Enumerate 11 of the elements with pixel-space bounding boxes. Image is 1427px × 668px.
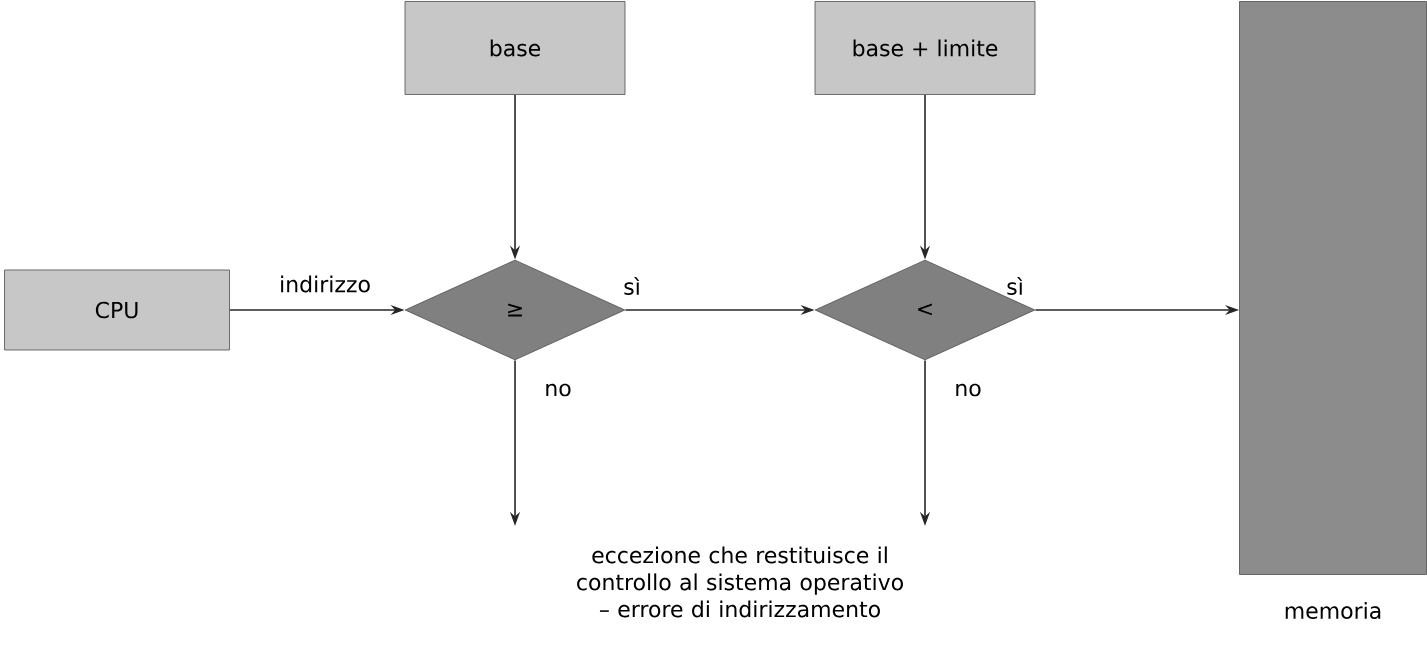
node-caption: memoria bbox=[1285, 601, 1381, 619]
edge-label: sì bbox=[624, 277, 640, 295]
process-box: base bbox=[404, 1, 626, 95]
edge-label: no bbox=[546, 383, 571, 397]
edge-label: indirizzo bbox=[281, 275, 370, 293]
exception-text: eccezione che restituisce il controllo al sistema operativo – errore di indirizzamento bbox=[577, 546, 903, 618]
memory-block bbox=[1239, 1, 1427, 575]
edge-label: no bbox=[956, 383, 981, 397]
process-box: base + limite bbox=[814, 1, 1036, 95]
edge-label: sì bbox=[1007, 277, 1023, 295]
process-box: CPU bbox=[4, 269, 230, 351]
